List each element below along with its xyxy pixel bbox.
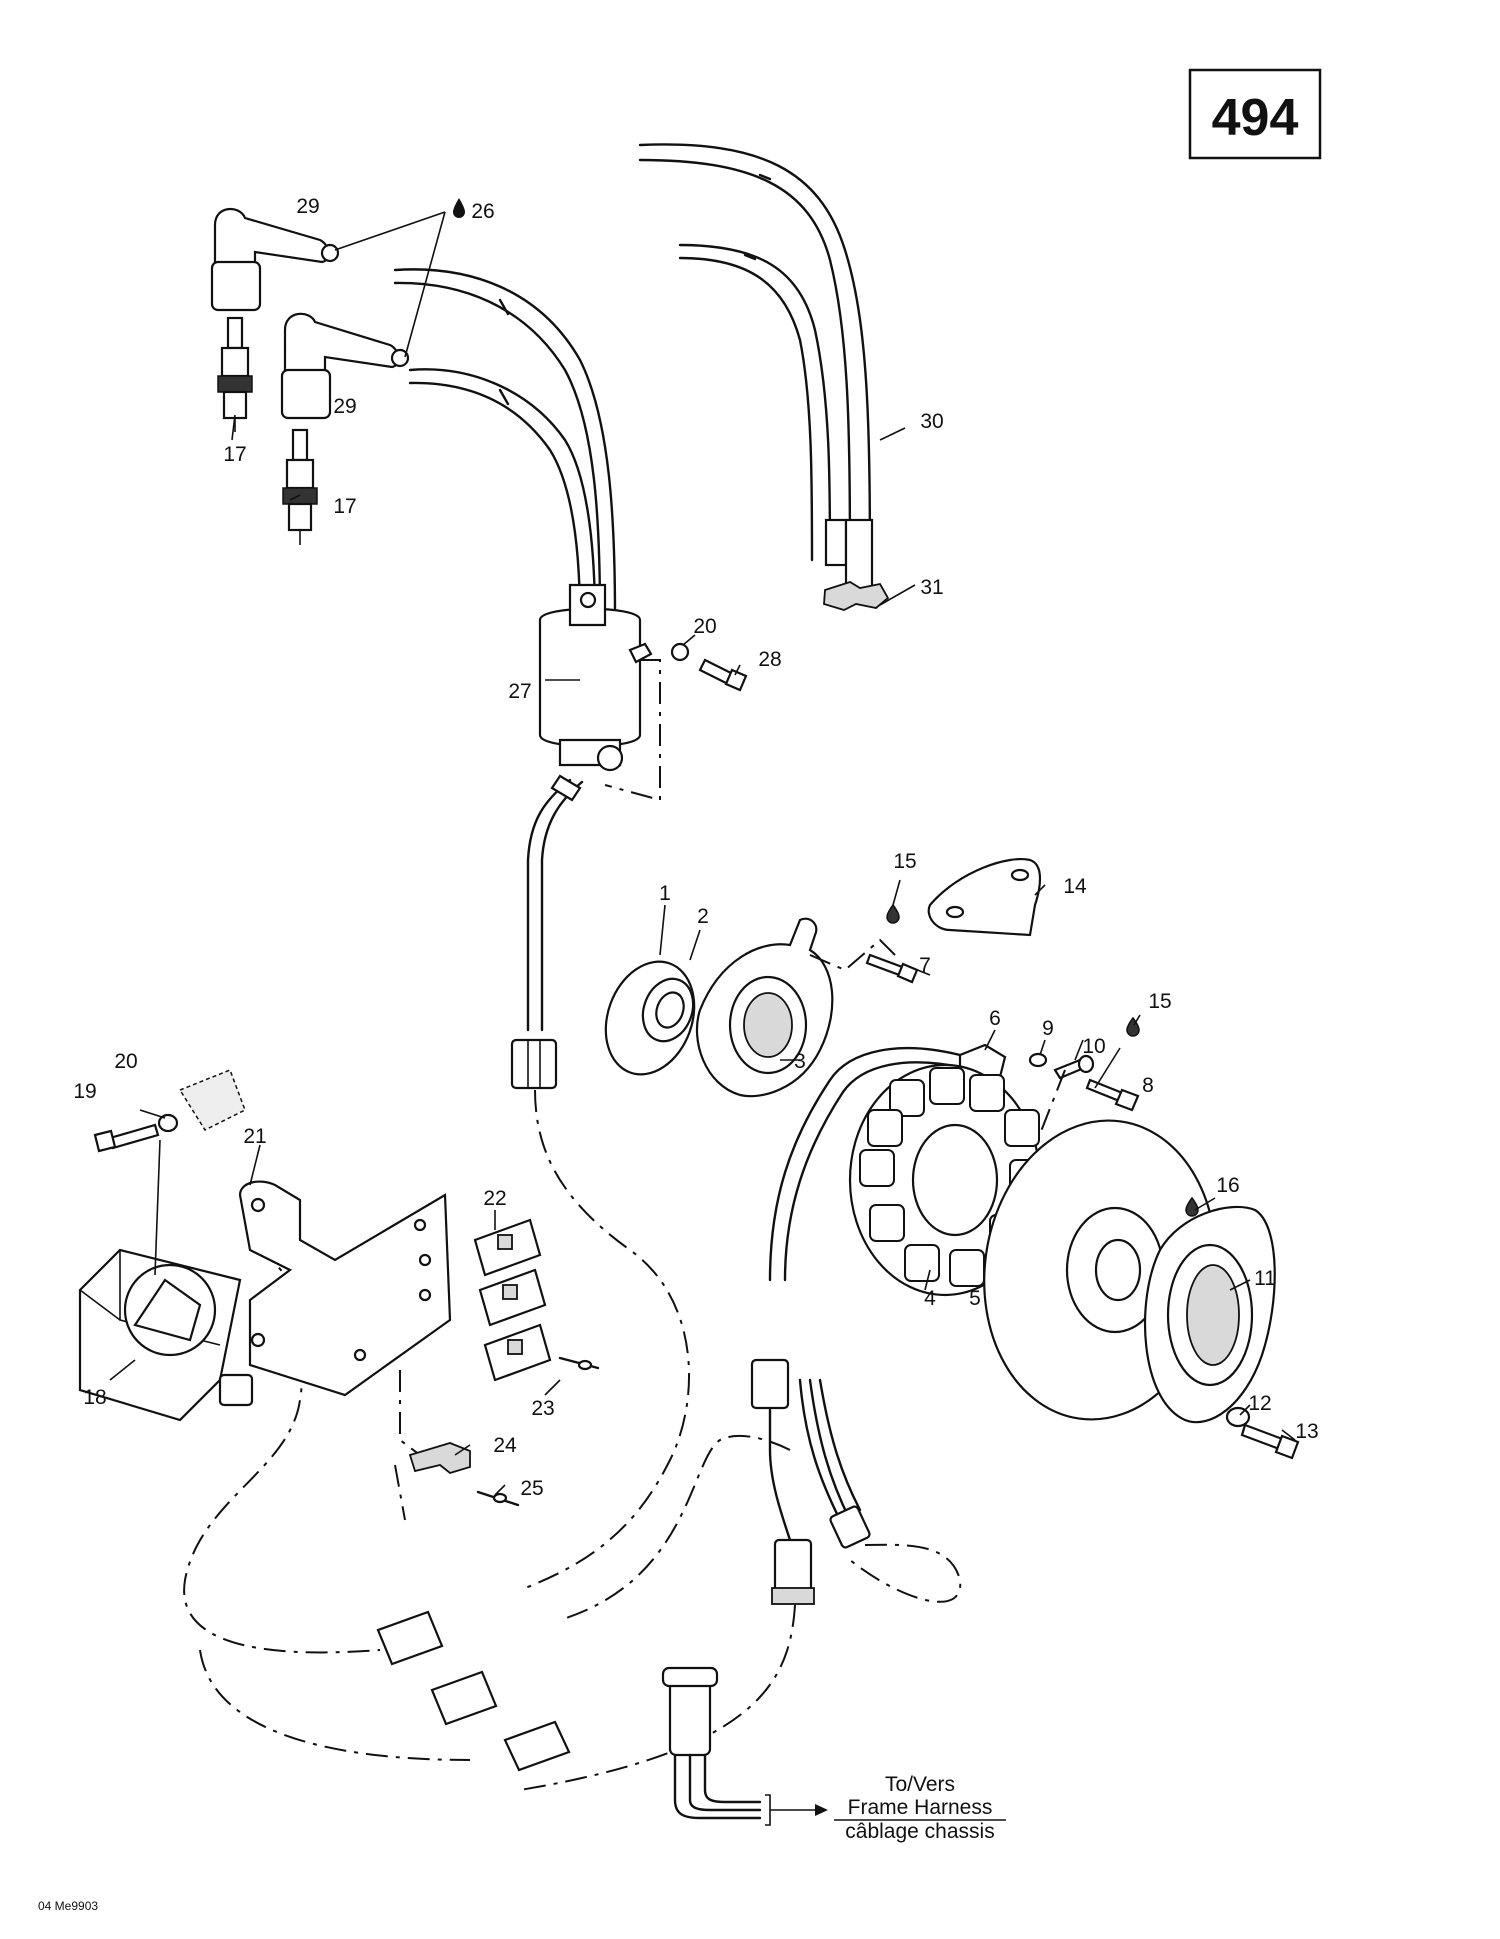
rubber-mount [178,1069,246,1131]
callout-10: 10 [1082,1035,1105,1058]
oil-seal [641,977,695,1043]
callout-22: 22 [483,1187,506,1210]
callout-12: 12 [1248,1392,1271,1415]
coil-screw [670,642,748,692]
callout-7: 7 [919,954,931,977]
housing-screw [865,953,919,984]
harness-destination-note: To/Vers Frame Harness câblage chassis [834,1773,1006,1843]
pulley-screw [1240,1423,1300,1460]
cdi-screw [93,1123,160,1153]
callout-14: 14 [1063,875,1087,898]
callout-13: 13 [1295,1420,1318,1443]
callout-28: 28 [758,648,781,671]
mounting-bracket [238,1180,452,1456]
magneto-cover [927,858,1042,937]
pulley-washer [1225,1406,1251,1428]
spark-plug-cap-lower [280,312,410,420]
callout-6: 6 [989,1007,1001,1030]
callout-23: 23 [531,1397,554,1420]
note-line-to: To/Vers [885,1773,955,1796]
callout-15-right: 15 [1148,990,1171,1013]
callout-21: 21 [243,1125,266,1148]
lubricant-drop-icon [453,198,465,218]
callout-9: 9 [1042,1017,1054,1040]
leader-lines [109,414,1296,1496]
starting-pulley [1143,1205,1276,1424]
high-tension-wires [638,143,874,602]
trigger-screw [1053,1054,1095,1080]
plug-upper [886,903,900,924]
callout-26: 26 [471,200,494,223]
page-number-box: 494 [1188,68,1322,160]
callout-labels: 1 2 3 4 5 6 7 8 9 10 11 12 13 14 15 15 1… [73,195,1318,1500]
arrow-icon [815,1804,828,1816]
lubricant-leaders [334,198,465,358]
callout-29-lower: 29 [333,395,356,418]
callout-4: 4 [924,1287,936,1310]
magneto-housing [695,917,896,1098]
trigger-washer [1028,1052,1048,1068]
callout-27: 27 [508,680,531,703]
terminal-pin-upper [558,1356,600,1371]
frame-harness-connector [661,1666,828,1826]
callout-31: 31 [920,576,943,599]
diagram-code: 04 Me9903 [38,1899,98,1913]
flywheel-plug [1185,1196,1199,1217]
spark-plug-upper [217,316,253,432]
callout-2: 2 [697,905,709,928]
terminal-pin-lower [476,1490,520,1507]
note-line-cablage: câblage chassis [845,1820,994,1843]
wire-clip [408,1442,471,1474]
callout-5: 5 [969,1287,981,1310]
spark-plug-lower [282,428,318,545]
callout-29-upper: 29 [296,195,319,218]
magneto-harness [519,1358,962,1791]
callout-8: 8 [1142,1074,1154,1097]
ignition-coil [538,583,661,802]
callout-20-upper: 20 [693,615,716,638]
coil-high-tension-leads [393,268,617,622]
callout-30: 30 [920,410,943,433]
page-number: 494 [1212,89,1299,147]
cdi-connectors [376,1610,571,1772]
callout-15-upper: 15 [893,850,916,873]
callout-25: 25 [520,1477,543,1500]
callout-17-upper: 17 [223,443,246,466]
note-line-frame-harness: Frame Harness [848,1796,993,1819]
cdi-washer [157,1113,179,1133]
spark-plug-cap-upper [210,208,340,312]
callout-18: 18 [83,1386,106,1409]
callout-20-lower: 20 [114,1050,137,1073]
callout-24: 24 [493,1434,517,1457]
callout-1: 1 [659,882,671,905]
connector-housings [473,1218,552,1382]
callout-19: 19 [73,1080,96,1103]
callout-17-lower: 17 [333,495,356,518]
callout-3: 3 [794,1050,806,1073]
coil-to-cdi-wiring [183,1089,690,1761]
callout-16: 16 [1216,1174,1239,1197]
coil-primary-wire [510,774,584,1090]
cdi-module [78,1139,254,1422]
callout-11: 11 [1254,1267,1276,1290]
wire-retainer-clip [823,581,916,611]
